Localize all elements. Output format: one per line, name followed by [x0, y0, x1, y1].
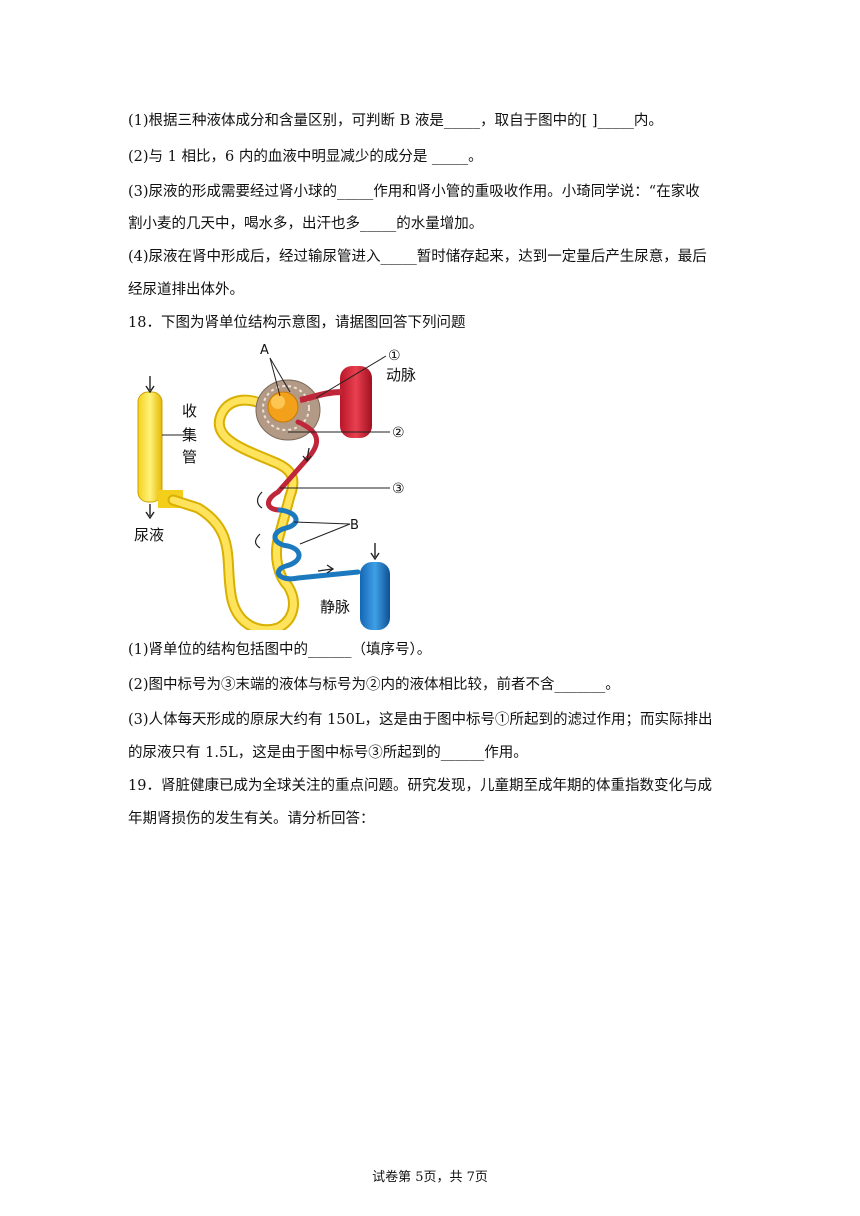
- label-vein: 静脉: [320, 598, 350, 616]
- flow-arrow-icon: [302, 447, 312, 463]
- question-19-stem-line-1: 19．肾脏健康已成为全球关注的重点问题。研究发现，儿童期至成年期的体重指数变化与…: [128, 778, 712, 794]
- flow-arrow-icon: [317, 564, 335, 574]
- arrow-out-of-duct-icon: [145, 504, 155, 520]
- question-17-part-1: (1)根据三种液体成分和含量区别，可判断 B 液是_____，取自于图中的[ ]…: [128, 113, 663, 129]
- label-2: ②: [392, 425, 405, 441]
- question-19-stem-line-2: 年期肾损伤的发生有关。请分析回答：: [128, 811, 375, 827]
- label-b: B: [350, 518, 359, 533]
- collecting-duct: [137, 391, 183, 508]
- question-17-part-4-line-2: 经尿道排出体外。: [128, 282, 244, 298]
- question-18-stem: 18．下图为肾单位结构示意图，请据图回答下列问题: [128, 315, 466, 331]
- label-1: ①: [388, 348, 401, 364]
- label-collecting-duct-3: 管: [182, 448, 197, 466]
- label-artery: 动脉: [386, 366, 416, 384]
- question-18-part-1: (1)肾单位的结构包括图中的______（填序号）。: [128, 642, 432, 658]
- page-footer: 试卷第 5页，共 7页: [372, 1170, 488, 1185]
- question-18-part-3-line-2: 的尿液只有 1.5L，这是由于图中标号③所起到的______作用。: [128, 745, 528, 761]
- arrow-into-vein-icon: [370, 543, 380, 561]
- label-collecting-duct-1: 收: [182, 402, 197, 420]
- question-17-part-4-line-1: (4)尿液在肾中形成后，经过输尿管进入_____暂时储存起来，达到一定量后产生尿…: [128, 249, 707, 265]
- label-3: ③: [392, 481, 405, 497]
- question-17-part-3-line-2: 割小麦的几天中，喝水多，出汗也多_____的水量增加。: [128, 216, 484, 232]
- question-18-part-3-line-1: (3)人体每天形成的原尿大约有 150L，这是由于图中标号①所起到的滤过作用；而…: [128, 712, 713, 728]
- artery: [299, 366, 372, 438]
- label-urine: 尿液: [134, 526, 164, 544]
- flow-arrow-icon: [254, 491, 263, 549]
- arrow-into-duct-icon: [145, 376, 155, 394]
- nephron-diagram: A ① 动脉 ② ③ B 静脉 收 集 管 尿液: [134, 343, 416, 630]
- question-17-part-2: (2)与 1 相比，6 内的血液中明显减少的成分是 _____。: [128, 149, 483, 165]
- label-a: A: [260, 343, 269, 358]
- question-17-part-3-line-1: (3)尿液的形成需要经过肾小球的_____作用和肾小管的重吸收作用。小琦同学说：…: [128, 184, 700, 200]
- peritubular-capillary: [266, 419, 361, 582]
- label-collecting-duct-2: 集: [182, 426, 197, 444]
- question-18-part-2: (2)图中标号为③末端的液体与标号为②内的液体相比较，前者不含_______。: [128, 677, 620, 693]
- leader-lines: [162, 355, 390, 545]
- vein: [360, 562, 390, 630]
- glomerulus: [267, 391, 299, 423]
